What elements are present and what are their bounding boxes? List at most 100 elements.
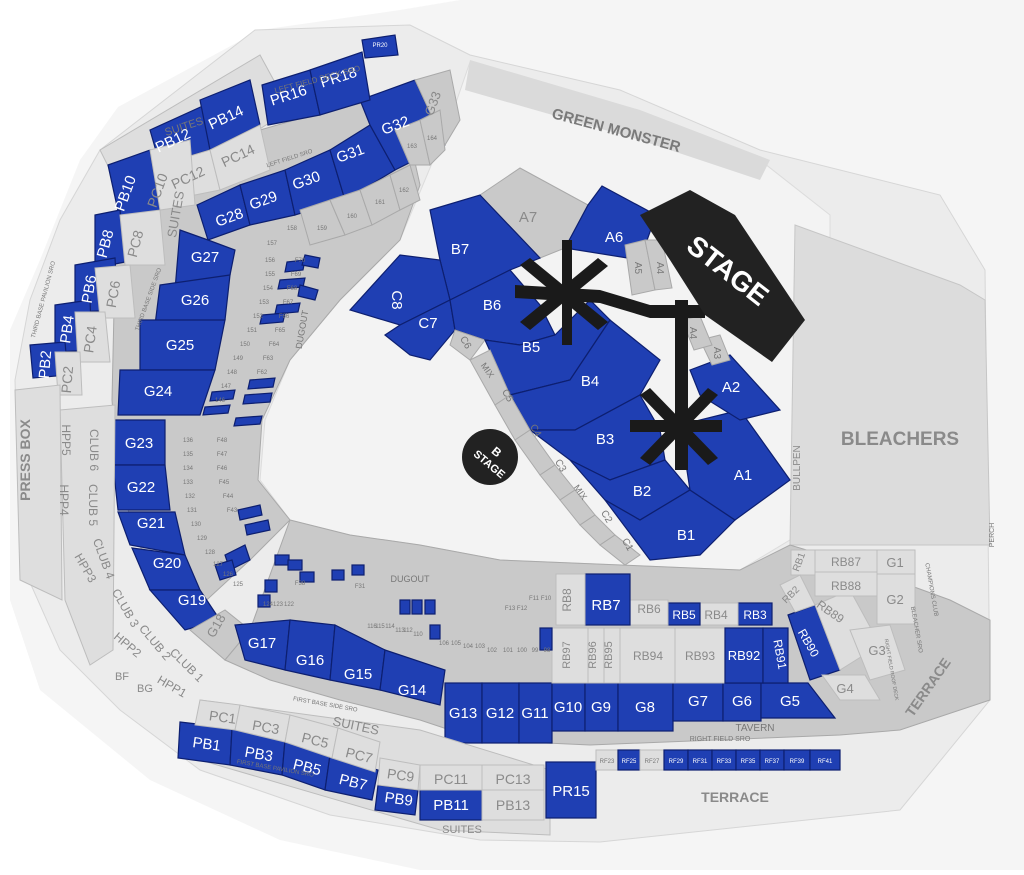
svg-text:PB3: PB3: [243, 744, 274, 766]
section-PC8[interactable]: [119, 209, 166, 266]
svg-text:PB1: PB1: [191, 734, 221, 755]
svg-text:125: 125: [233, 582, 244, 588]
floor-grey-labels: A5 A4 A4 A3 C6 C5 C4 C3 C2 C1: [457, 262, 722, 554]
svg-text:98: 98: [544, 648, 551, 654]
section-G14[interactable]: [379, 649, 446, 706]
section-PC2[interactable]: [54, 351, 83, 396]
section-A4-top[interactable]: [644, 239, 673, 291]
svg-text:G13: G13: [449, 705, 477, 722]
svg-text:PB5: PB5: [291, 756, 323, 779]
label-A7: A7: [519, 209, 537, 226]
svg-text:F31: F31: [355, 584, 366, 590]
svg-text:RB3: RB3: [743, 608, 767, 622]
svg-text:RF29: RF29: [669, 759, 684, 765]
svg-text:155: 155: [265, 272, 276, 278]
svg-text:PC7: PC7: [344, 744, 375, 766]
svg-text:148: 148: [227, 370, 238, 376]
section-PB11[interactable]: [419, 789, 483, 821]
section-PR20[interactable]: [361, 34, 399, 59]
svg-text:G11: G11: [521, 705, 548, 722]
svg-text:RF39: RF39: [790, 759, 805, 765]
svg-text:RF35: RF35: [741, 759, 756, 765]
section-PC13[interactable]: [481, 764, 545, 791]
svg-text:135: 135: [183, 452, 194, 458]
section-RB93[interactable]: [674, 627, 726, 684]
svg-text:124: 124: [263, 602, 274, 608]
svg-text:PC5: PC5: [300, 729, 331, 751]
section-RB2[interactable]: [779, 574, 816, 613]
catwalk: [515, 240, 722, 470]
svg-text:161: 161: [375, 200, 386, 206]
svg-text:F10: F10: [541, 596, 552, 602]
section-PB13[interactable]: [481, 789, 545, 821]
section-PC4[interactable]: [74, 311, 111, 363]
svg-text:RF33: RF33: [717, 759, 732, 765]
section-G8[interactable]: [617, 682, 674, 732]
section-G27[interactable]: [174, 229, 236, 291]
label-A2: A2: [722, 379, 740, 396]
svg-text:G26: G26: [181, 292, 209, 309]
svg-text:154: 154: [263, 286, 274, 292]
section-G4[interactable]: [821, 674, 881, 701]
tavern-label: TAVERN: [735, 723, 774, 734]
section-G5[interactable]: [760, 682, 837, 719]
section-G10[interactable]: [551, 682, 586, 732]
section-RB97[interactable]: [551, 627, 589, 684]
svg-text:G4: G4: [836, 681, 853, 696]
pavilion-bottom-club-labels: PC1 PC3 PC5 PC7 PC9 PC11 PC13 PB13: [208, 707, 531, 813]
svg-text:114: 114: [385, 624, 395, 630]
section-RB1[interactable]: [790, 549, 816, 576]
section-C8[interactable]: [348, 254, 451, 326]
section-PC14[interactable]: [209, 124, 271, 191]
svg-text:103: 103: [475, 644, 486, 650]
svg-text:HPP5: HPP5: [59, 424, 73, 456]
svg-text:G1: G1: [886, 555, 903, 570]
section-G16[interactable]: [284, 619, 336, 681]
section-RB91[interactable]: [762, 627, 789, 684]
svg-text:RB97: RB97: [561, 641, 573, 669]
svg-text:F66: F66: [279, 314, 290, 320]
section-G7[interactable]: [672, 682, 724, 722]
section-G22[interactable]: [112, 464, 171, 511]
section-G1[interactable]: [876, 549, 916, 575]
section-RB8[interactable]: [555, 573, 586, 626]
svg-text:RB8: RB8: [560, 588, 574, 612]
section-PC11[interactable]: [419, 764, 483, 791]
section-G2[interactable]: [876, 573, 916, 625]
svg-text:RB7: RB7: [591, 597, 620, 614]
section-PC6[interactable]: [94, 264, 136, 319]
svg-text:G3: G3: [868, 643, 885, 658]
svg-text:F44: F44: [223, 494, 234, 500]
svg-text:G8: G8: [635, 699, 655, 716]
svg-text:157: 157: [267, 241, 278, 247]
svg-text:PB7: PB7: [337, 771, 369, 794]
svg-text:BF: BF: [115, 671, 129, 683]
press-club: [14, 384, 116, 666]
svg-text:RF27: RF27: [645, 759, 660, 765]
section-RB7[interactable]: [584, 573, 631, 626]
section-PC10[interactable]: [149, 139, 196, 211]
section-G11[interactable]: [518, 682, 553, 744]
svg-text:RF25: RF25: [622, 759, 637, 765]
svg-text:152: 152: [253, 314, 264, 320]
section-PC9[interactable]: [377, 757, 421, 791]
section-PR18[interactable]: [309, 51, 371, 116]
section-PR15[interactable]: [545, 761, 597, 819]
svg-text:PB13: PB13: [496, 797, 530, 813]
section-G3[interactable]: [849, 624, 906, 681]
svg-text:101: 101: [503, 648, 514, 654]
svg-text:162: 162: [399, 188, 410, 194]
svg-text:F46: F46: [217, 466, 228, 472]
section-G24[interactable]: [117, 369, 216, 416]
section-C1[interactable]: [599, 534, 641, 566]
svg-text:130: 130: [191, 522, 202, 528]
svg-text:A5: A5: [632, 262, 643, 275]
svg-text:A3: A3: [711, 347, 722, 360]
section-G9[interactable]: [584, 682, 619, 732]
section-PC7[interactable]: [331, 727, 381, 773]
stage: [640, 190, 805, 362]
svg-text:F43: F43: [227, 508, 238, 514]
svg-text:G20: G20: [153, 555, 181, 572]
svg-text:F69: F69: [291, 272, 302, 278]
svg-text:G14: G14: [398, 682, 426, 699]
